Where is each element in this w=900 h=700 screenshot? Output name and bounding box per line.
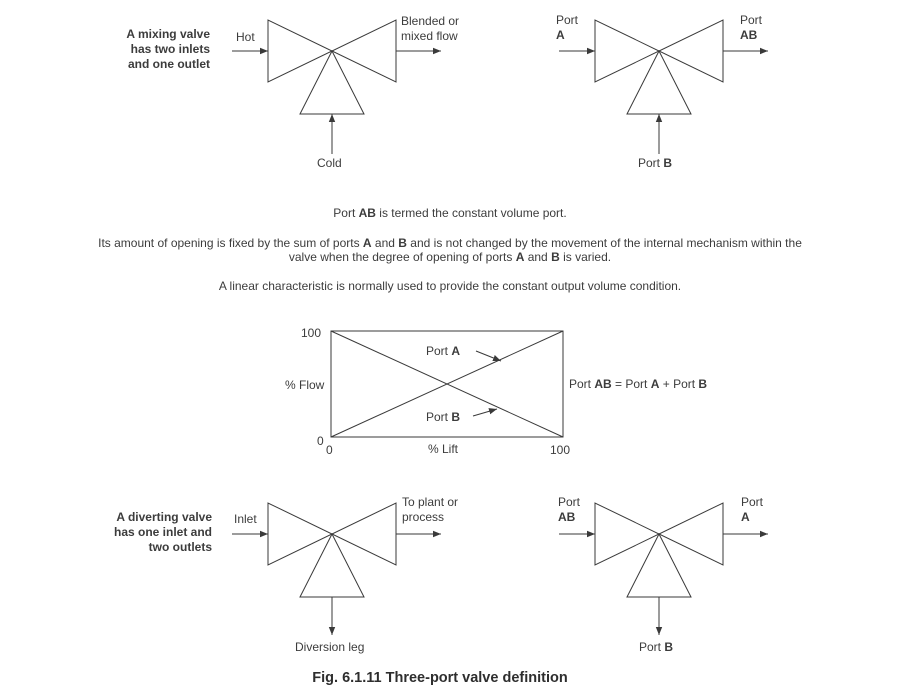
mixing-ports-symbol [559,19,768,154]
y-axis-label: % Flow [285,378,325,392]
y-tick-0: 0 [317,434,324,448]
diverting-port-a-label: Port A [741,495,764,524]
x-axis-label: % Lift [428,442,459,456]
plant-outlet-label: To plant or process [402,495,459,524]
mixing-valve-symbol [232,19,441,154]
mixing-port-ab-label: Port AB [740,13,763,42]
x-tick-100: 100 [550,443,571,457]
cold-label: Cold [317,156,342,170]
opening-explanation-text: Its amount of opening is fixed by the su… [98,236,802,264]
mixing-valve-description: A mixing valve has two inlets and one ou… [126,27,210,71]
diverting-port-ab-label: Port AB [558,495,581,524]
constant-volume-text: Port AB is termed the constant volume po… [333,206,567,220]
hot-label: Hot [236,30,255,44]
y-tick-100: 100 [301,326,322,340]
diversion-leg-label: Diversion leg [295,640,365,654]
figure-caption: Fig. 6.1.11 Three-port valve definition [312,670,568,686]
x-tick-0: 0 [326,443,333,457]
characteristic-chart [330,330,564,438]
diverting-valve-description: A diverting valve has one inlet and two … [113,510,212,554]
port-a-pointer [475,350,502,362]
chart-frame [330,330,564,438]
mixing-port-a-label: Port A [556,13,579,42]
mixing-port-b-label: Port B [638,156,673,170]
inlet-label: Inlet [234,512,257,526]
port-ab-equation: Port AB = Port A + Port B [569,377,708,391]
port-b-series-label: Port B [426,410,461,424]
diverting-valve-symbol [232,502,441,635]
linear-characteristic-text: A linear characteristic is normally used… [218,279,682,293]
diverting-ports-symbol [559,502,768,635]
port-b-pointer [472,408,498,417]
port-a-series-label: Port A [426,344,461,358]
port-b-line [330,330,564,438]
diverting-port-b-label: Port B [639,640,674,654]
mixed-flow-label: Blended or mixed flow [401,14,460,43]
